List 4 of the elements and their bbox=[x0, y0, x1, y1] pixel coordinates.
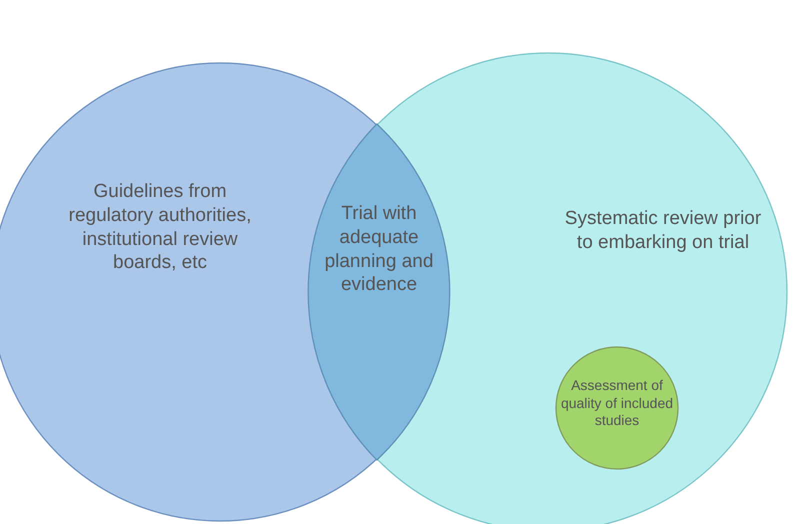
circle-label: Assessment of quality of included studies bbox=[560, 377, 674, 430]
circle-label: Trial with adequate planning and evidence bbox=[324, 202, 434, 297]
circle-label: Systematic review prior to embarking on trial bbox=[564, 207, 762, 254]
circle-label: Guidelines from regulatory authorities, institutional review boards, etc bbox=[68, 180, 252, 275]
